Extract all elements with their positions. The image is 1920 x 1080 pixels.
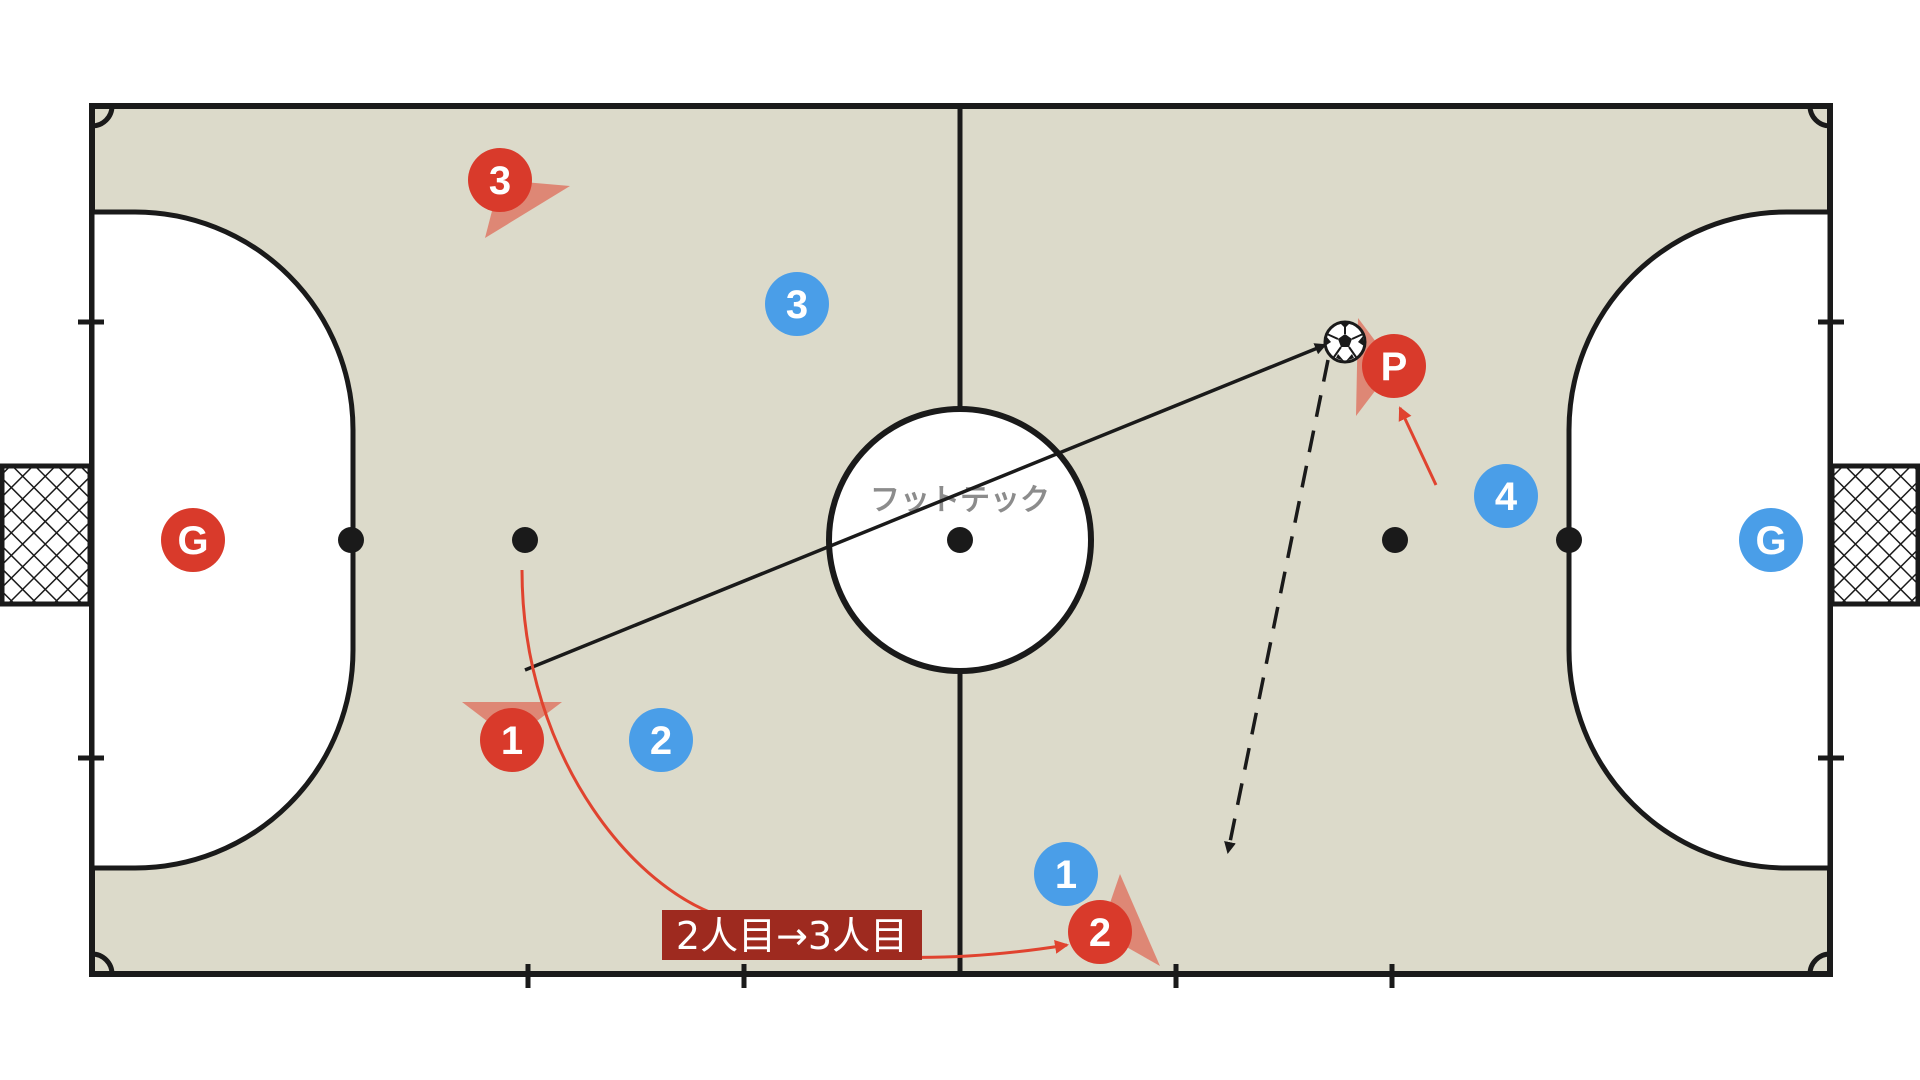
corner-arcs (91, 105, 1831, 975)
right-second-penalty-spot (1382, 527, 1408, 553)
player-blue-1[interactable]: 1 (1034, 842, 1098, 906)
goal-net-icon (1829, 463, 1920, 607)
player-blue-3[interactable]: 3 (765, 272, 829, 336)
left-second-penalty-spot (512, 527, 538, 553)
player-red-g[interactable]: G (161, 508, 225, 572)
right-penalty-area (1566, 209, 1833, 871)
court-label: フットテック (870, 483, 1050, 518)
right-penalty-spot (1556, 527, 1582, 553)
player-label: 3 (786, 283, 808, 327)
left-goal (0, 463, 93, 607)
player-label: 2 (1089, 911, 1111, 955)
center-spot (947, 527, 973, 553)
player-blue-4[interactable]: 4 (1474, 464, 1538, 528)
player-red-2[interactable]: 2 (1068, 900, 1132, 964)
player-blue-2[interactable]: 2 (629, 708, 693, 772)
player-label: 1 (501, 719, 523, 763)
player-label: 4 (1495, 475, 1518, 519)
red-2-facing-cone (1100, 874, 1160, 966)
player-label: G (1755, 519, 1786, 563)
right-goal (1829, 463, 1920, 607)
pivot-move-arrow (1398, 406, 1438, 486)
play-caption: 2人目→3人目 (662, 910, 922, 960)
play-caption-text: 2人目→3人目 (676, 914, 908, 958)
player-blue-g[interactable]: G (1739, 508, 1803, 572)
player-label: 2 (650, 719, 672, 763)
player-label: G (177, 519, 208, 563)
player-label: P (1381, 345, 1408, 389)
pass-arrow (524, 343, 1327, 672)
player-red-1[interactable]: 1 (480, 708, 544, 772)
player-red-p[interactable]: P (1362, 334, 1426, 398)
soccer-ball-icon (1323, 320, 1367, 364)
through-pass-arrow (1224, 359, 1330, 854)
player-red-3[interactable]: 3 (468, 148, 532, 212)
goal-net-icon (0, 463, 93, 607)
player-label: 3 (489, 159, 511, 203)
player-label: 1 (1055, 853, 1077, 897)
left-penalty-spot (338, 527, 364, 553)
boundary-ticks (78, 319, 1844, 988)
